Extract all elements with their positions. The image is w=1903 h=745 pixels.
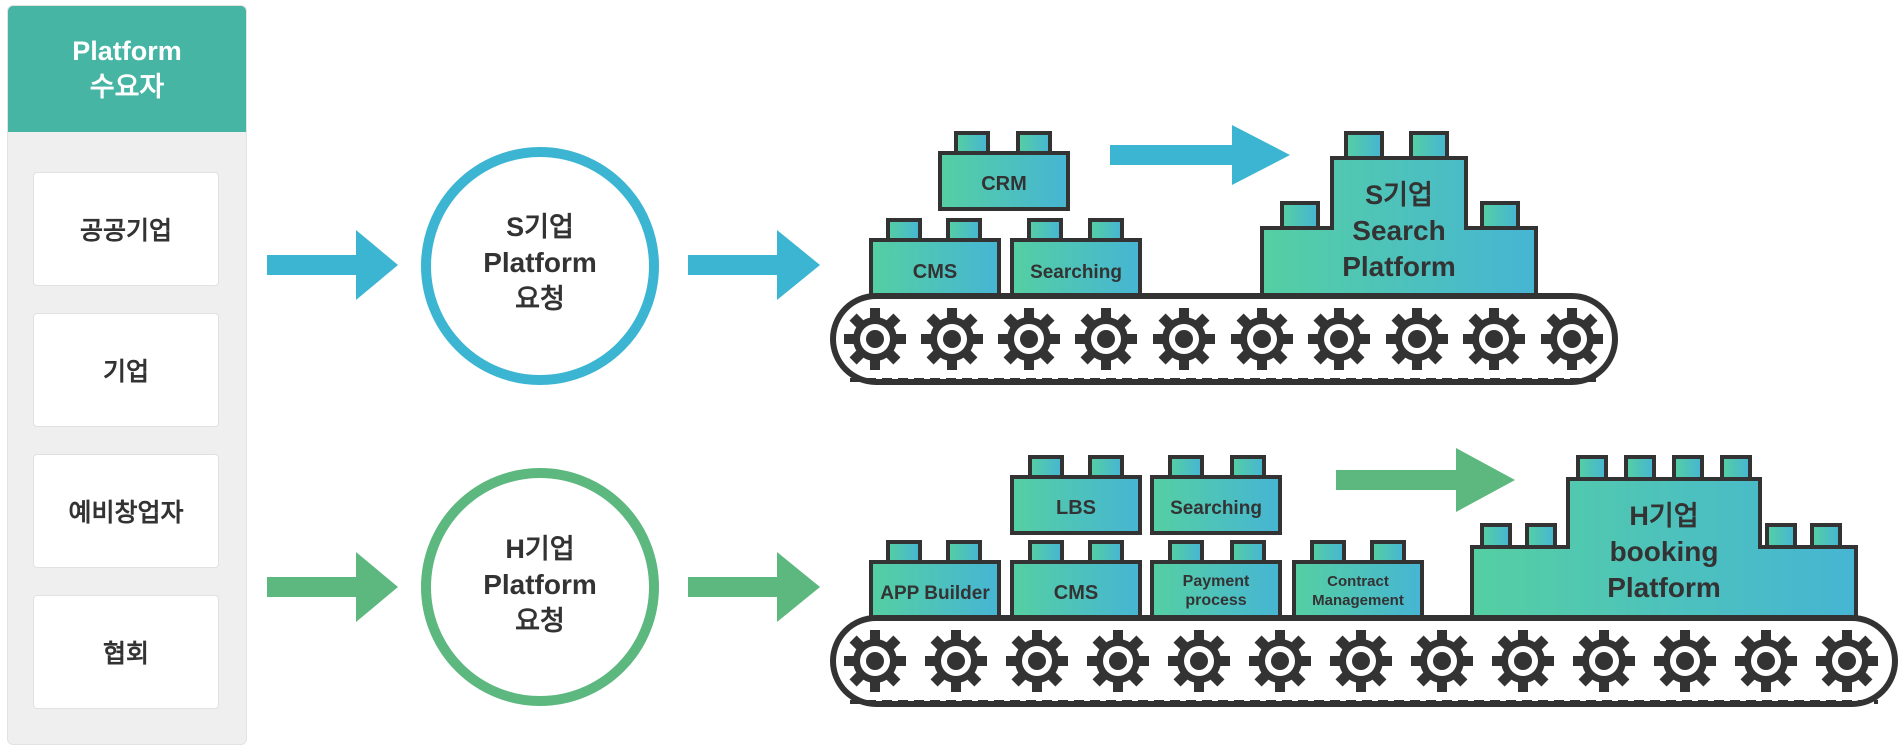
arrow-right-icon [688,230,820,300]
block-contract-line1: Contract [1327,573,1389,590]
panel-title-line1: Platform [72,36,182,66]
block-payment-process: Payment process [1150,540,1282,620]
demand-item-association: 협회 [33,595,219,709]
block-lbs-label: LBS [1056,497,1096,519]
block-searching-h-label: Searching [1170,498,1262,519]
block-searching-h: Searching [1150,455,1282,535]
panel-header: Platform 수요자 [8,6,246,132]
demand-panel: Platform 수요자 공공기업 기업 예비창업자 협회 [7,5,247,745]
block-contract-line2: Management [1312,592,1404,609]
arrow-right-icon [688,552,820,622]
block-searching-label: Searching [1030,262,1122,283]
s-result-line3: Platform [1342,251,1456,282]
arrow-right-icon [1110,125,1290,185]
s-conveyor-belt [830,293,1618,385]
block-app-builder: APP Builder [869,540,1001,620]
block-crm-label: CRM [981,173,1027,195]
demand-item-company: 기업 [33,313,219,427]
block-cms-h-label: CMS [1054,582,1098,604]
arrow-right-icon [267,230,398,300]
block-crm: CRM [938,131,1070,211]
h-result-line2: booking [1610,536,1719,567]
demand-item-prospective-founder: 예비창업자 [33,454,219,568]
h-result-line1: H기업 [1629,501,1698,531]
block-payment-line2: process [1185,592,1246,609]
panel-title-line2: 수요자 [89,72,165,102]
h-booking-platform: H기업 booking Platform [1470,455,1858,620]
block-cms-h: CMS [1010,540,1142,620]
s-request-line2: Platform [483,247,597,278]
block-app-builder-label: APP Builder [880,583,990,604]
h-request-circle: H기업 Platform 요청 [421,468,659,706]
h-conveyor-belt [830,615,1898,707]
arrow-right-icon [1336,448,1515,512]
block-cms: CMS [869,218,1001,298]
block-searching: Searching [1010,218,1142,298]
s-search-platform: S기업 Search Platform [1260,131,1538,298]
h-request-line1: H기업 [505,534,574,564]
s-request-circle: S기업 Platform 요청 [421,147,659,385]
block-payment-line1: Payment [1183,573,1250,590]
demand-item-label: 기업 [102,358,149,386]
arrow-right-icon [267,552,398,622]
s-request-line1: S기업 [506,212,574,242]
h-request-line2: Platform [483,569,597,600]
demand-item-label: 예비창업자 [68,499,184,527]
demand-item-public-company: 공공기업 [33,172,219,286]
block-contract-management: Contract Management [1292,540,1424,620]
h-request-line3: 요청 [515,606,565,636]
h-result-line3: Platform [1607,572,1721,603]
demand-item-label: 협회 [102,640,149,668]
s-result-line1: S기업 [1365,180,1433,210]
demand-item-label: 공공기업 [79,217,172,245]
s-request-line3: 요청 [515,284,565,314]
s-result-line2: Search [1352,215,1445,246]
block-lbs: LBS [1010,455,1142,535]
block-cms-label: CMS [913,261,957,283]
